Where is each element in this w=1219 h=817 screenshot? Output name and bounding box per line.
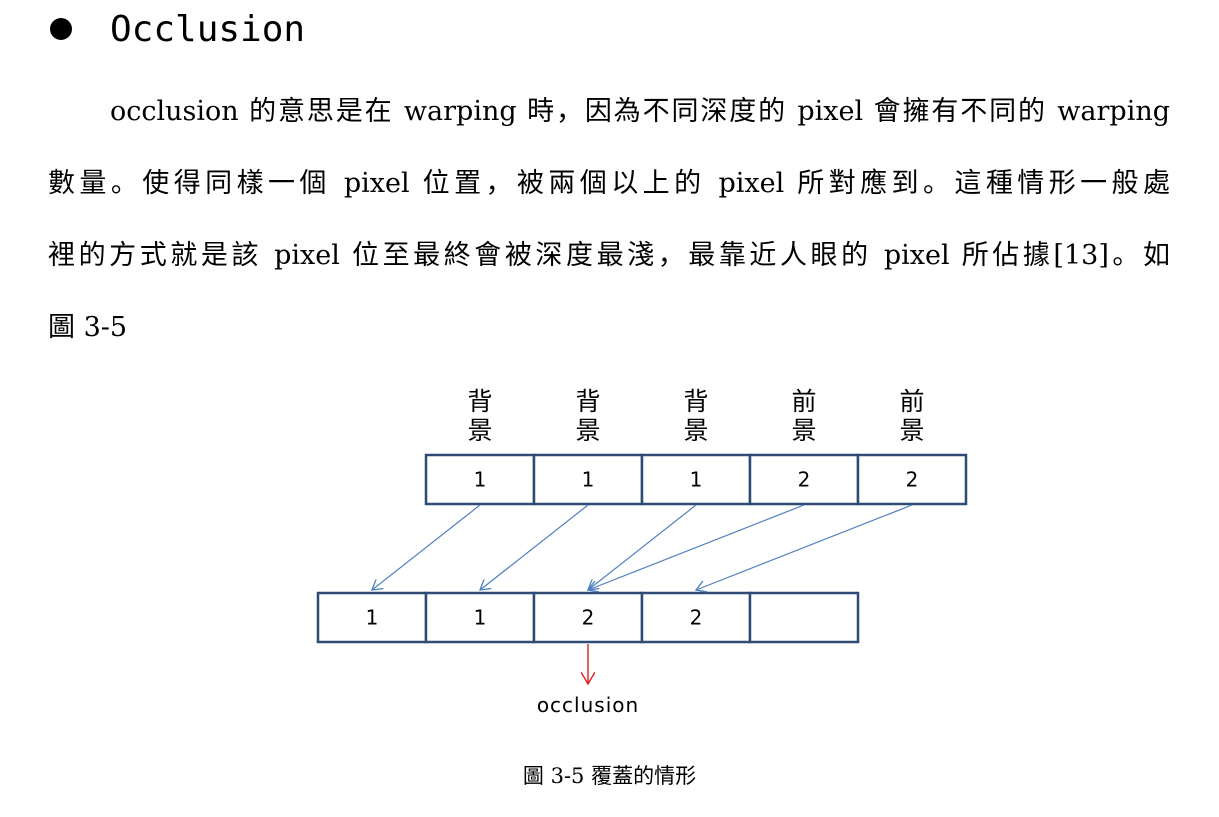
- warped-cell-value-1: 1: [366, 606, 379, 630]
- warped-cell-4: [640, 591, 752, 644]
- mapping-arrow-5: [696, 504, 913, 590]
- mapping-arrow-3: [588, 504, 697, 590]
- paragraph-line-4-text: 圖 3-5: [48, 312, 128, 343]
- warped-cell-value-3: 2: [582, 606, 595, 630]
- source-cell-value-1: 1: [474, 468, 487, 492]
- paragraph-line-1: occlusion 的意思是在 warping 時，因為不同深度的 pixel …: [110, 94, 1170, 130]
- top-label-1-char-2: 景: [467, 416, 492, 445]
- paragraph-line-4: 圖 3-5: [48, 310, 127, 346]
- source-cell-value-4: 2: [798, 468, 811, 492]
- source-cell-4: [748, 453, 860, 506]
- occlusion-marker: occlusion: [537, 644, 639, 717]
- top-label-5-char-2: 景: [899, 416, 924, 445]
- section-heading: Occlusion: [48, 4, 305, 54]
- section-title: Occlusion: [110, 8, 306, 50]
- mapping-arrow-2: [480, 504, 589, 590]
- source-pixel-row: 1 1 1 2 2: [424, 453, 968, 506]
- warped-cell-1: [316, 591, 428, 644]
- source-cell-value-5: 2: [906, 468, 919, 492]
- occlusion-label: occlusion: [537, 693, 639, 717]
- mapping-arrow-4: [588, 504, 805, 590]
- paragraph-line-1-text: occlusion 的意思是在 warping 時，因為不同深度的 pixel …: [110, 96, 1170, 127]
- top-label-2-char-1: 背: [575, 387, 600, 416]
- top-label-3-char-1: 背: [683, 387, 708, 416]
- warped-cell-value-4: 2: [690, 606, 703, 630]
- paragraph-line-3-text: 裡的方式就是該 pixel 位至最終會被深度最淺，最靠近人眼的 pixel 所佔…: [48, 240, 1170, 271]
- warped-cell-5: [748, 591, 860, 644]
- source-cell-5: [856, 453, 968, 506]
- paragraph-line-2-text: 數量。使得同樣一個 pixel 位置，被兩個以上的 pixel 所對應到。這種情…: [48, 168, 1170, 199]
- top-label-2-char-2: 景: [575, 416, 600, 445]
- paragraph-line-2: 數量。使得同樣一個 pixel 位置，被兩個以上的 pixel 所對應到。這種情…: [48, 166, 1170, 202]
- top-label-5-char-1: 前: [899, 387, 924, 416]
- paragraph-line-3: 裡的方式就是該 pixel 位至最終會被深度最淺，最靠近人眼的 pixel 所佔…: [48, 238, 1170, 274]
- mapping-arrow-group: [372, 504, 913, 590]
- source-cell-value-3: 1: [690, 468, 703, 492]
- top-label-1-char-1: 背: [467, 387, 492, 416]
- warped-pixel-row: 1 1 2 2: [316, 591, 860, 644]
- top-label-3-char-2: 景: [683, 416, 708, 445]
- mapping-arrow-1: [372, 504, 481, 590]
- warped-cell-2: [424, 591, 536, 644]
- top-label-4-char-2: 景: [791, 416, 816, 445]
- source-cell-value-2: 1: [582, 468, 595, 492]
- figure-caption: 圖 3-5 覆蓋的情形: [522, 764, 697, 788]
- warped-cell-value-2: 1: [474, 606, 487, 630]
- bullet-icon: [50, 18, 72, 40]
- top-label-4-char-1: 前: [791, 387, 816, 416]
